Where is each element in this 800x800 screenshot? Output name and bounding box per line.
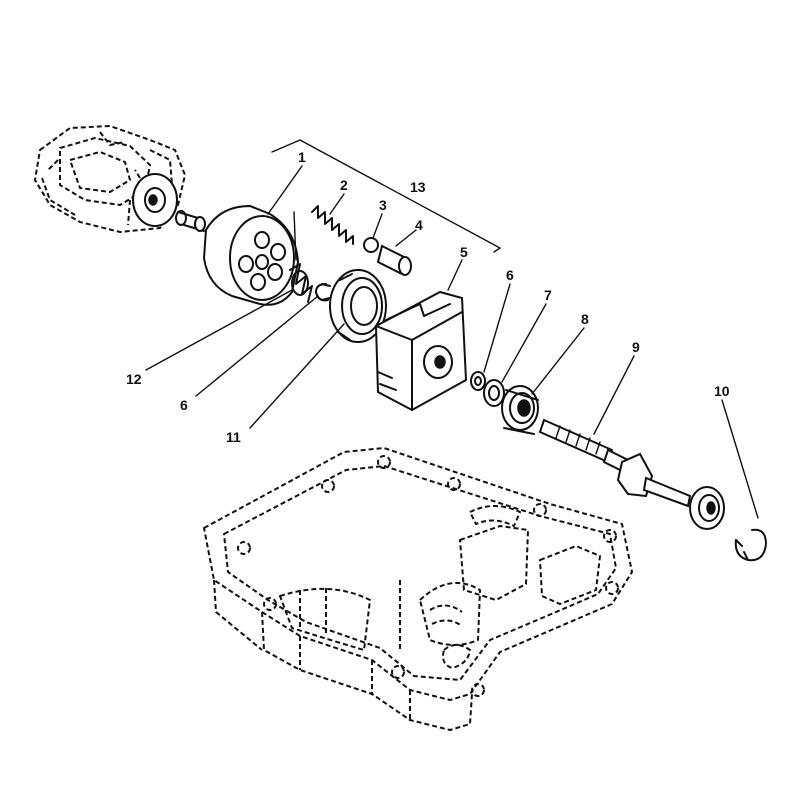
spring-12 [289, 263, 313, 303]
callout-13: 13 [410, 179, 426, 195]
callout-10: 10 [714, 383, 730, 399]
callout-11: 11 [226, 429, 241, 445]
pump-housing [34, 125, 186, 233]
leader-7 [501, 303, 547, 383]
callout-9: 9 [632, 339, 640, 355]
callout-labels: 1 2 3 4 5 6 7 8 9 10 11 12 6 13 [126, 149, 730, 445]
snap-ring-6-left [315, 283, 331, 302]
snap-ring-6-right [470, 371, 486, 391]
leader-lines [145, 165, 759, 519]
callout-8: 8 [581, 311, 589, 327]
callout-7: 7 [544, 287, 552, 303]
callout-6-left: 6 [180, 397, 188, 413]
valve-block-5 [374, 290, 468, 412]
shaft-9 [538, 418, 725, 530]
leader-9 [593, 355, 635, 435]
callout-1: 1 [298, 149, 306, 165]
plunger-4 [376, 244, 412, 276]
transmission-case [203, 447, 633, 731]
leader-5 [447, 259, 463, 291]
leader-4 [395, 229, 417, 247]
callout-3: 3 [379, 197, 387, 213]
callout-5: 5 [460, 244, 468, 260]
leader-12 [145, 289, 293, 371]
callout-12: 12 [126, 371, 142, 387]
leader-3 [372, 213, 383, 239]
callout-4: 4 [415, 217, 423, 233]
callout-6-right: 6 [506, 267, 514, 283]
callout-2: 2 [340, 177, 348, 193]
spring-2 [293, 205, 354, 261]
leader-6-left [195, 295, 319, 397]
leader-10 [721, 399, 759, 519]
dowel-pin [175, 210, 206, 232]
circlip-10 [734, 528, 767, 562]
leader-1 [267, 165, 303, 215]
assembly-bracket-13 [271, 139, 501, 253]
washer-7 [483, 379, 505, 407]
bearing-8 [501, 385, 539, 435]
leader-2 [329, 193, 345, 215]
leader-6-right [483, 283, 511, 373]
ball-3 [363, 237, 379, 253]
leader-8 [531, 327, 585, 395]
leader-11 [249, 323, 345, 429]
cylinder-block [202, 204, 300, 306]
